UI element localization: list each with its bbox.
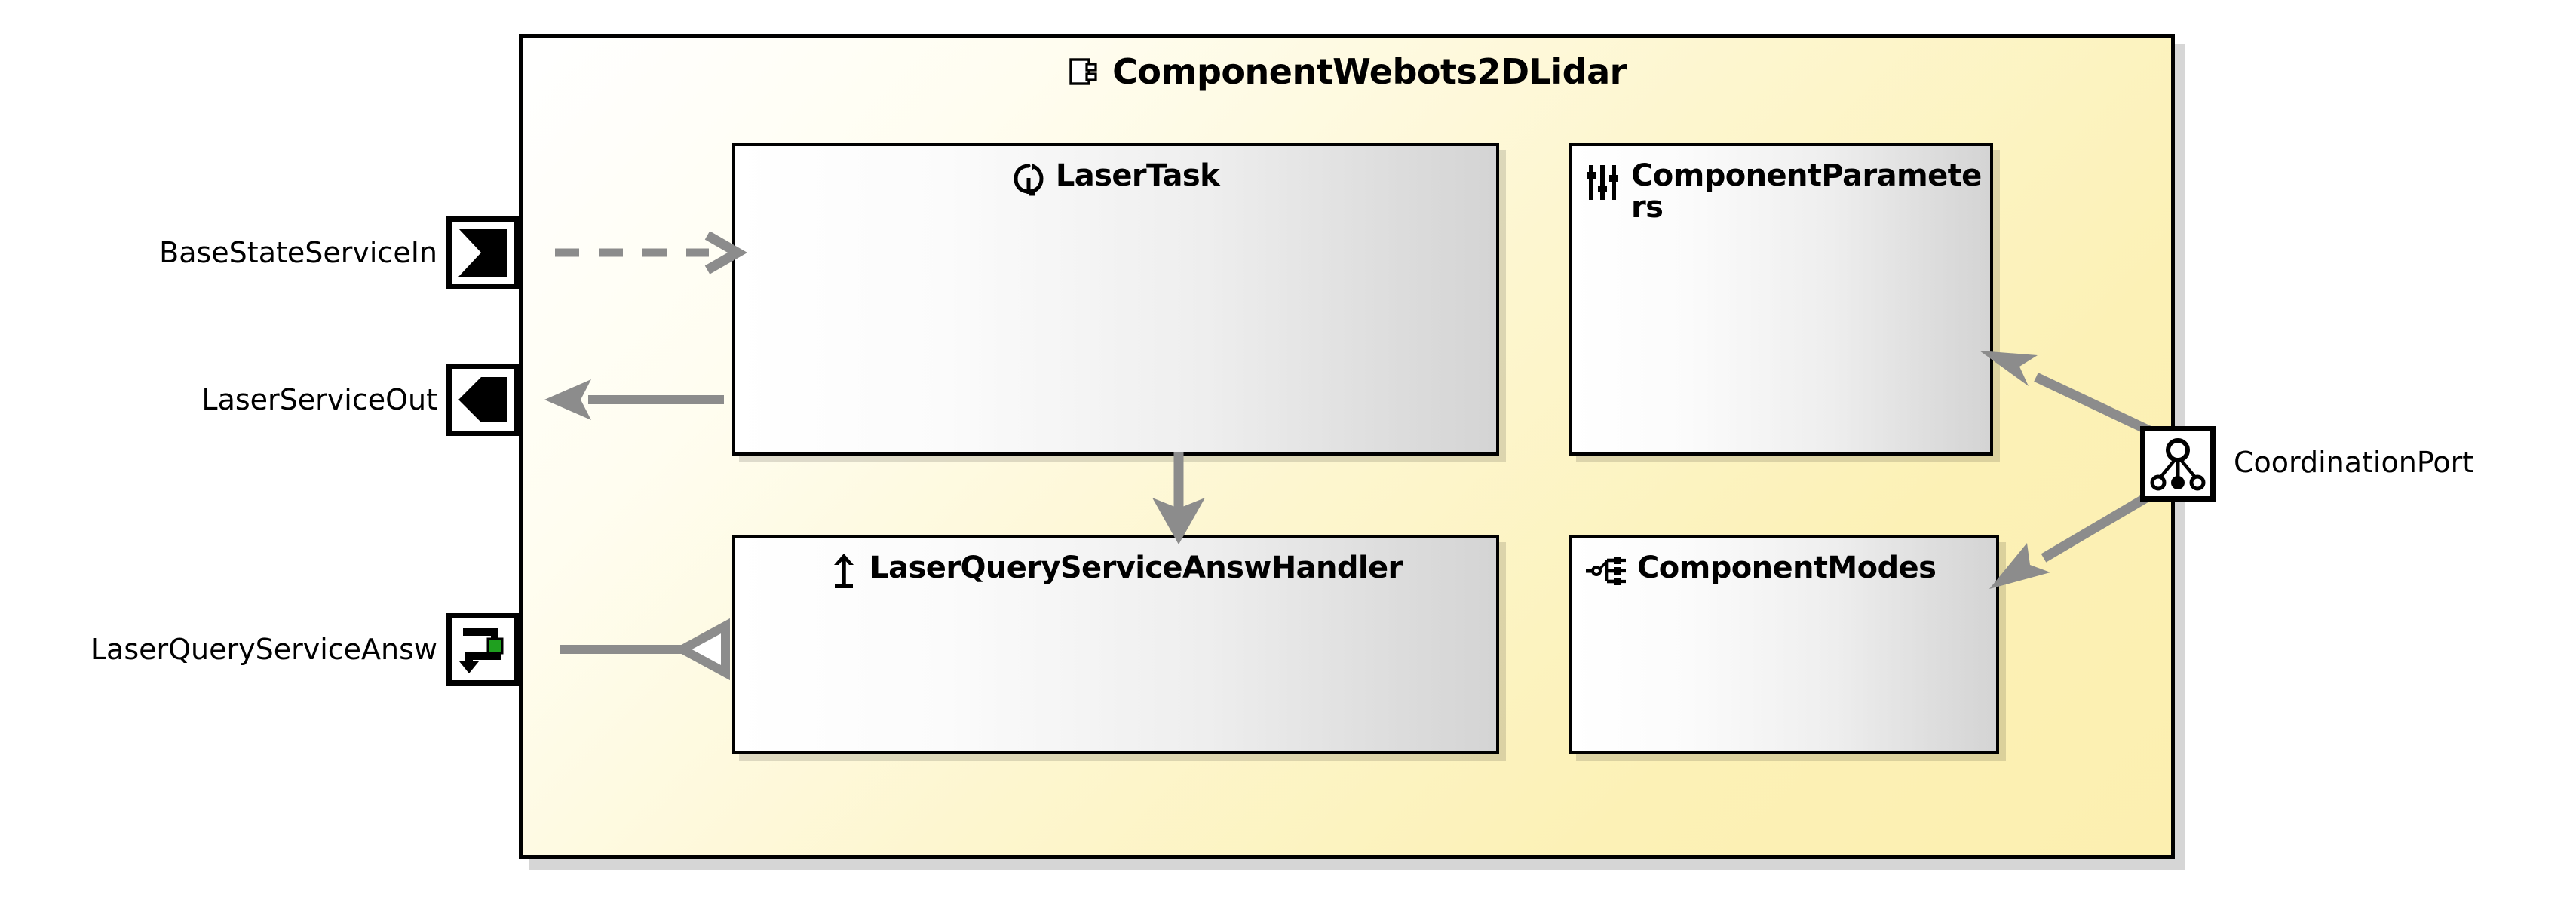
laser-task-label: LaserTask	[1055, 158, 1220, 193]
sliders-icon	[1584, 163, 1621, 202]
port-label-coordination-port: CoordinationPort	[2234, 446, 2474, 479]
laser-query-handler-label: LaserQueryServiceAnswHandler	[869, 551, 1403, 585]
query-answer-port-icon	[455, 622, 510, 676]
coordination-tree-icon	[2150, 436, 2206, 492]
state-machine-icon	[1584, 554, 1627, 588]
service-in-port-icon	[455, 225, 510, 280]
service-out-port-icon	[455, 373, 510, 427]
component-title: ComponentWebots2DLidar	[523, 51, 2171, 92]
component-title-label: ComponentWebots2DLidar	[1112, 51, 1627, 92]
port-label-base-state-service-in: BaseStateServiceIn	[159, 236, 437, 269]
port-laser-query-service-answ[interactable]	[446, 613, 519, 686]
inner-box-laser-task[interactable]: LaserTask	[732, 143, 1499, 456]
port-laser-service-out[interactable]	[446, 364, 519, 436]
port-coordination-port[interactable]	[2140, 426, 2216, 502]
cycle-task-icon	[1012, 161, 1045, 196]
component-icon	[1067, 55, 1100, 88]
component-container[interactable]: ComponentWebots2DLidar LaserTask	[519, 34, 2175, 859]
component-parameters-header: ComponentParameters	[1572, 160, 1990, 223]
inner-box-component-parameters[interactable]: ComponentParameters	[1569, 143, 1993, 456]
up-arrow-handler-icon	[829, 552, 859, 590]
component-modes-header: ComponentModes	[1572, 552, 1996, 588]
port-label-laser-query-service-answ: LaserQueryServiceAnsw	[90, 633, 437, 666]
inner-box-component-modes[interactable]: ComponentModes	[1569, 535, 1999, 754]
port-base-state-service-in[interactable]	[446, 216, 519, 289]
laser-task-header: LaserTask	[735, 160, 1496, 196]
laser-query-handler-header: LaserQueryServiceAnswHandler	[735, 552, 1496, 590]
component-parameters-label: ComponentParameters	[1631, 158, 1982, 225]
inner-box-laser-query-service-answ-handler[interactable]: LaserQueryServiceAnswHandler	[732, 535, 1499, 754]
port-label-laser-service-out: LaserServiceOut	[201, 383, 437, 416]
component-modes-label: ComponentModes	[1637, 551, 1937, 585]
